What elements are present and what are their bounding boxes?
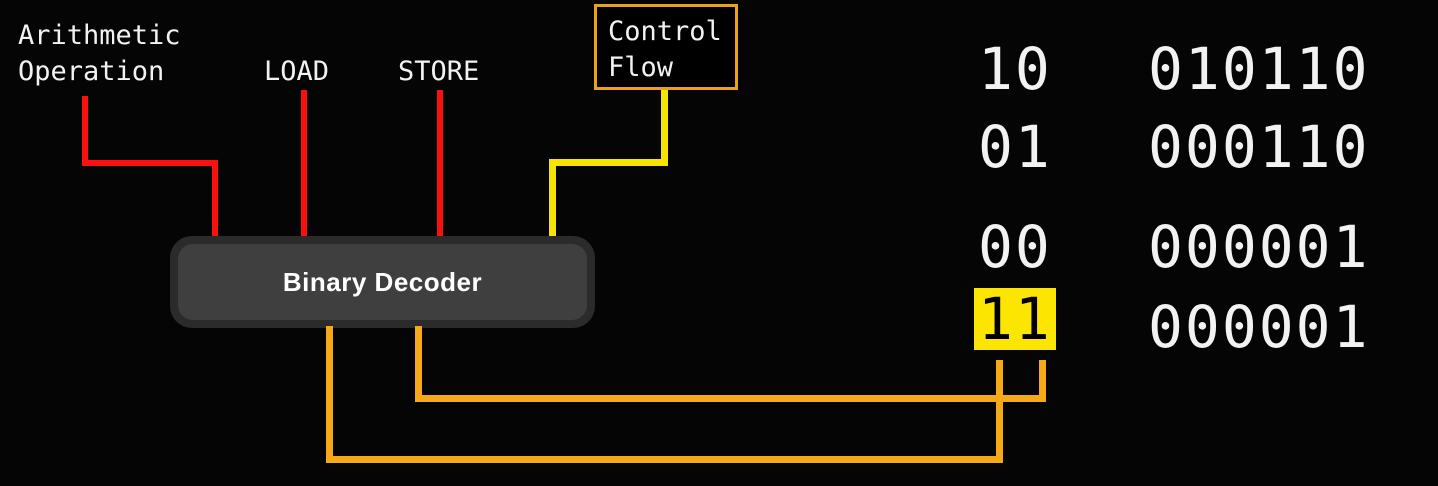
label-arithmetic-operation-line1: Arithmetic (18, 20, 181, 51)
wire-arithmetic-vertical-upper (82, 96, 88, 166)
wire-arithmetic-horizontal (82, 160, 218, 166)
opcode-row-1: 10 (978, 35, 1052, 103)
operand-row-4: 000001 (1148, 293, 1370, 361)
label-store: STORE (398, 56, 480, 87)
control-flow-label-line1: Control (608, 16, 722, 47)
label-arithmetic-operation-line2: Operation (18, 56, 165, 87)
wire-store (437, 90, 443, 238)
wire-output-b-riser (996, 360, 1003, 463)
binary-decoder-node[interactable]: Binary Decoder (170, 236, 595, 328)
control-flow-label-line2: Flow (608, 52, 674, 83)
wire-load (301, 90, 307, 238)
binary-decoder-inner-panel: Binary Decoder (178, 244, 587, 320)
wire-output-b-vertical (326, 326, 333, 462)
opcode-row-2: 01 (978, 113, 1052, 181)
wire-output-a-horizontal (415, 395, 1046, 402)
opcode-row-4-highlighted[interactable]: 11 (974, 288, 1056, 350)
wire-arithmetic-vertical-lower (212, 160, 218, 238)
wire-output-a-riser (1039, 360, 1046, 402)
wire-output-a-vertical (415, 326, 422, 402)
label-load: LOAD (264, 56, 330, 87)
operand-row-1: 010110 (1148, 35, 1370, 103)
wire-control-flow-horizontal (549, 159, 668, 166)
binary-decoder-label: Binary Decoder (282, 266, 483, 297)
opcode-row-3: 00 (978, 213, 1052, 281)
wire-control-flow-vertical-lower (549, 159, 556, 241)
wire-control-flow-vertical-upper (661, 90, 668, 166)
operand-row-2: 000110 (1148, 113, 1370, 181)
control-flow-box[interactable]: Control Flow (594, 4, 738, 90)
wire-output-b-horizontal (326, 456, 1003, 463)
operand-row-3: 000001 (1148, 213, 1370, 281)
